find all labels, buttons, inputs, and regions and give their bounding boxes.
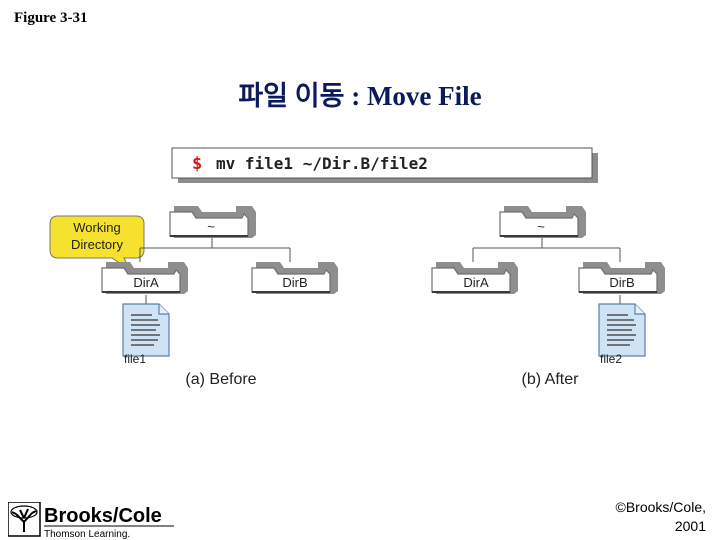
file-icon xyxy=(598,303,646,357)
after-tree: ~ DirA DirB file2 (b) After xyxy=(431,205,666,388)
file-icon xyxy=(122,303,170,357)
root-folder-label: ~ xyxy=(207,219,215,234)
callout-line1: Working xyxy=(73,220,120,235)
dira-folder-label: DirA xyxy=(133,275,159,290)
before-tree: ~ DirA DirB file1 (a) Before xyxy=(101,205,339,388)
file-label: file1 xyxy=(124,352,146,366)
dirb-folder-label: DirB xyxy=(609,275,634,290)
logo-subtitle: Thomson Learning. xyxy=(44,529,130,540)
after-caption: (b) After xyxy=(522,371,580,388)
copyright-line1: ©Brooks/Cole, xyxy=(615,499,706,515)
command-text: mv file1 ~/Dir.B/file2 xyxy=(216,154,428,173)
copyright-line2: 2001 xyxy=(674,518,706,534)
copyright: ©Brooks/Cole, 2001 xyxy=(616,498,706,536)
figure-label: Figure 3-31 xyxy=(14,10,88,26)
root-folder-label: ~ xyxy=(537,219,545,234)
before-caption: (a) Before xyxy=(185,371,256,388)
dira-folder-label: DirA xyxy=(463,275,489,290)
dirb-folder-label: DirB xyxy=(282,275,307,290)
command-prompt: $ xyxy=(192,154,202,174)
brooks-cole-logo: Brooks/Cole Thomson Learning. xyxy=(8,502,174,540)
logo-name: Brooks/Cole xyxy=(44,505,162,527)
page-title: 파일 이동 : Move File xyxy=(238,81,482,111)
file-label: file2 xyxy=(600,352,622,366)
command-box: $ mv file1 ~/Dir.B/file2 xyxy=(171,147,598,183)
callout-line2: Directory xyxy=(71,237,124,252)
working-directory-callout: Working Directory xyxy=(49,215,145,272)
